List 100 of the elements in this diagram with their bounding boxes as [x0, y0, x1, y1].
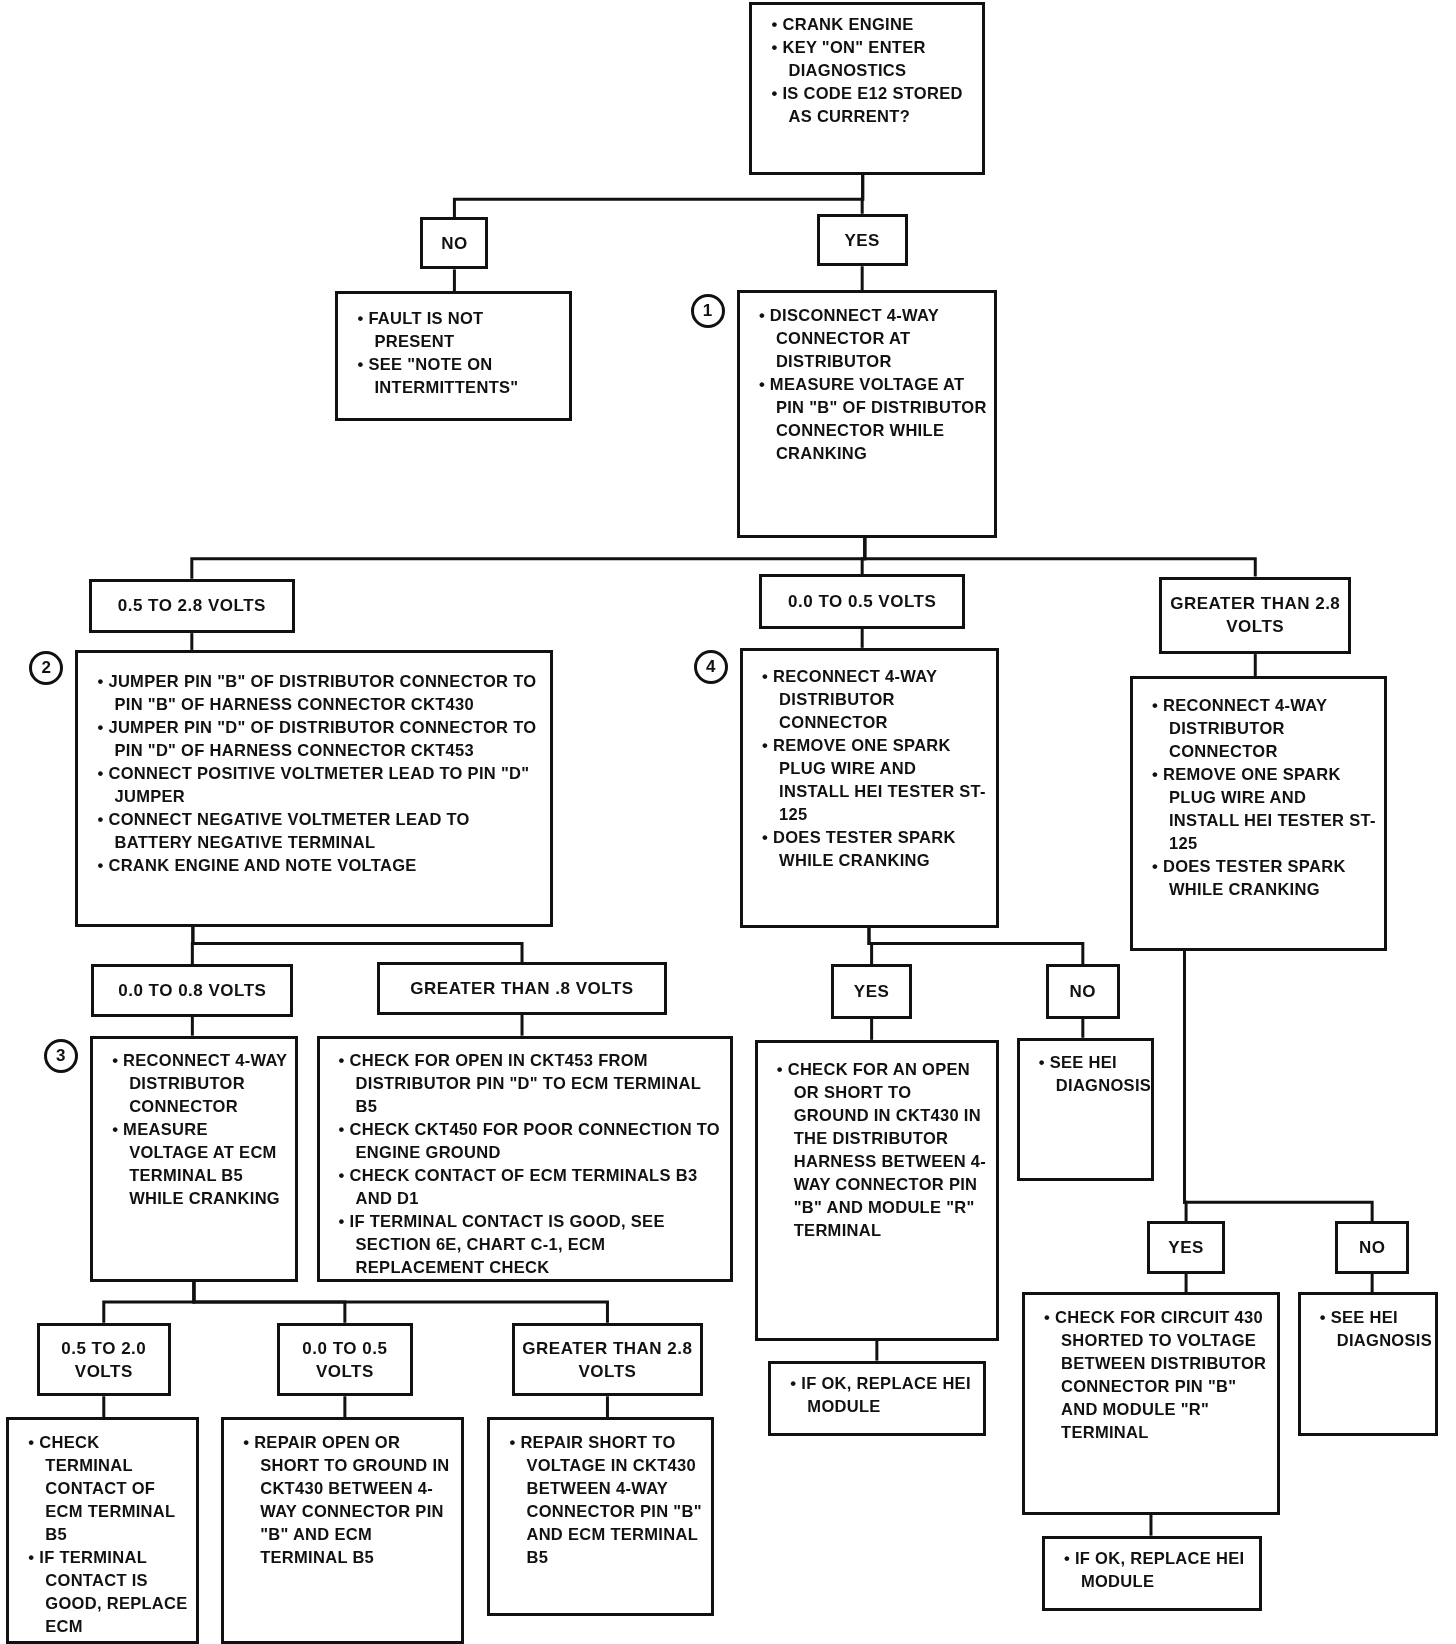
step-box [1041, 1535, 1263, 1612]
branch-label: YES [852, 981, 891, 1004]
connector-line [1081, 1018, 1085, 1038]
branch-label: YES [843, 229, 881, 252]
connector-line [860, 266, 864, 291]
branch-label: 0.0 TO 0.8 VOLTS [117, 980, 268, 1003]
bullet-text: • REMOVE ONE SPARK PLUG WIRE AND INSTALL HEI TESTER ST-125 [761, 735, 987, 826]
bullet-text: • FAULT IS NOT PRESENT [356, 308, 485, 352]
branch-label: 0.5 TO 2.8 VOLTS [116, 595, 267, 618]
bullet-text: • MEASURE VOLTAGE AT ECM TERMINAL B5 WHILE CRANKING [111, 1119, 281, 1210]
bullet-text: • MEASURE VOLTAGE AT PIN "B" OF DISTRIBUTOR CONNECTOR WHILE CRANKING [757, 373, 988, 464]
step-box [75, 649, 554, 927]
bullet-text: • REMOVE ONE SPARK PLUG WIRE AND INSTALL HEI TESTER ST-125 [1151, 763, 1377, 854]
bullet-text: • CRANK ENGINE AND NOTE VOLTAGE [96, 854, 418, 876]
connector-line [1253, 654, 1257, 677]
branch-label-box [831, 964, 912, 1019]
branch-label-box [511, 1322, 704, 1397]
step-box [1016, 1037, 1155, 1182]
branch-label-box [89, 578, 295, 634]
step-box [335, 291, 573, 422]
step-box [6, 1417, 200, 1644]
connector-line [520, 1014, 524, 1036]
branch-label-box [1159, 576, 1352, 655]
branch-label-box [36, 1322, 171, 1397]
bullet-text: • KEY "ON" ENTER DIAGNOSTICS [770, 37, 927, 82]
step-box [768, 1360, 987, 1437]
bullet-text: • SEE "NOTE ON INTERMITTENTS" [356, 354, 520, 398]
bullet-text: • REPAIR OPEN OR SHORT TO GROUND IN CKT430 BETWEEN 4-WAY CONNECTOR PIN "B" AND ECM TERMINAL B5 [242, 1431, 451, 1568]
bullet-text: • REPAIR SHORT TO VOLTAGE IN CKT430 BETWEEN 4-WAY CONNECTOR PIN "B" AND ECM TERMINAL B5 [508, 1431, 703, 1568]
step-number: 4 [693, 649, 728, 684]
branch-label-box [420, 217, 489, 270]
bullet-text: • IF TERMINAL CONTACT IS GOOD, REPLACE ECM [27, 1546, 189, 1637]
branch-label: GREATER THAN 2.8 VOLTS [521, 1337, 694, 1383]
bullet-text: • RECONNECT 4-WAY DISTRIBUTOR CONNECTOR [1151, 694, 1328, 762]
bullet-text: • CHECK FOR AN OPEN OR SHORT TO GROUND IN CKT430 IN THE DISTRIBUTOR HARNESS BETWEEN 4-WAY CONNECTOR PIN "B" AND MODULE "R" TERMINAL [775, 1058, 988, 1241]
bullet-text: • RECONNECT 4-WAY DISTRIBUTOR CONNECTOR [761, 666, 939, 734]
bullet-text: • IF OK, REPLACE HEI MODULE [789, 1373, 972, 1417]
step-box [1297, 1292, 1439, 1437]
bullet-text: • IF OK, REPLACE HEI MODULE [1062, 1548, 1246, 1593]
branch-label: GREATER THAN 2.8 VOLTS [1169, 593, 1342, 639]
bullet-text: • CHECK TERMINAL CONTACT OF ECM TERMINAL B5 [27, 1431, 177, 1545]
branch-label: NO [440, 232, 469, 255]
connector-line [102, 1396, 106, 1418]
branch-label-box [377, 962, 667, 1015]
branch-label: YES [1167, 1236, 1205, 1259]
bullet-text: • SEE HEI DIAGNOSIS [1318, 1306, 1433, 1351]
branch-label-box [1146, 1221, 1226, 1274]
branch-label: NO [1357, 1236, 1387, 1259]
connector-line [1184, 1273, 1188, 1293]
branch-label-box [758, 574, 966, 629]
step-number: 3 [43, 1038, 78, 1073]
bullet-text: • CONNECT POSITIVE VOLTMETER LEAD TO PIN "D" JUMPER [96, 762, 531, 807]
bullet-text: • IF TERMINAL CONTACT IS GOOD, SEE SECTION 6E, CHART C-1, ECM REPLACEMENT CHECK [337, 1211, 666, 1279]
step-box [90, 1035, 298, 1282]
branch-label: GREATER THAN .8 VOLTS [409, 977, 635, 1000]
connector-line [860, 175, 865, 214]
bullet-text: • IS CODE E12 STORED AS CURRENT? [770, 83, 964, 128]
connector-line [863, 537, 1257, 577]
step-box [740, 647, 999, 928]
connector-line [343, 1396, 347, 1418]
branch-label-box [1046, 964, 1120, 1019]
connector-line [860, 628, 864, 648]
bullet-text: • DISCONNECT 4-WAY CONNECTOR AT DISTRIBUTOR [757, 304, 940, 372]
connector-line [1370, 1273, 1374, 1293]
branch-label: 0.0 TO 0.5 VOLTS [301, 1337, 389, 1383]
bullet-text: • CHECK CONTACT OF ECM TERMINALS B3 AND D1 [337, 1165, 699, 1210]
bullet-text: • JUMPER PIN "D" OF DISTRIBUTOR CONNECTOR TO PIN "D" OF HARNESS CONNECTOR CKT453 [96, 716, 538, 761]
branch-label: NO [1068, 981, 1098, 1004]
connector-line [867, 927, 1085, 965]
connector-line [605, 1396, 609, 1418]
branch-label-box [276, 1322, 413, 1397]
bullet-text: • CHECK FOR OPEN IN CKT453 FROM DISTRIBUTOR PIN "D" TO ECM TERMINAL B5 [337, 1050, 702, 1118]
connector-line [1149, 1514, 1153, 1536]
step-number: 2 [29, 650, 64, 685]
connector-line [452, 269, 456, 292]
bullet-text: • CHECK CKT450 FOR POOR CONNECTION TO ENGINE GROUND [337, 1119, 721, 1164]
connector-line [192, 1282, 609, 1323]
step-box [221, 1417, 465, 1644]
step-box [1022, 1292, 1280, 1515]
bullet-text: • CHECK FOR CIRCUIT 430 SHORTED TO VOLTAGE BETWEEN DISTRIBUTOR CONNECTOR PIN "B" AND MODULE "R" TERMINAL [1043, 1306, 1268, 1443]
step-box [736, 290, 997, 538]
connector-line [190, 633, 194, 650]
bullet-text: • DOES TESTER SPARK WHILE CRANKING [761, 827, 957, 872]
step-number: 1 [690, 294, 725, 329]
bullet-text: • CONNECT NEGATIVE VOLTMETER LEAD TO BATTERY NEGATIVE TERMINAL [96, 808, 471, 853]
step-box [749, 2, 986, 176]
step-box [754, 1039, 999, 1341]
bullet-text: • JUMPER PIN "B" OF DISTRIBUTOR CONNECTOR TO PIN "B" OF HARNESS CONNECTOR CKT430 [96, 670, 538, 715]
connector-line [190, 1016, 194, 1036]
bullet-text: • DOES TESTER SPARK WHILE CRANKING [1151, 855, 1347, 900]
branch-label-box [816, 213, 908, 267]
step-box [487, 1417, 714, 1617]
branch-label-box [91, 964, 294, 1017]
bullet-text: • RECONNECT 4-WAY DISTRIBUTOR CONNECTOR [111, 1050, 289, 1118]
branch-label-box [1335, 1221, 1409, 1274]
bullet-text: • SEE HEI DIAGNOSIS [1037, 1052, 1152, 1097]
step-box [316, 1035, 733, 1282]
connector-line [191, 926, 524, 963]
branch-label: 0.5 TO 2.0 VOLTS [60, 1337, 148, 1383]
step-box [1130, 676, 1387, 951]
